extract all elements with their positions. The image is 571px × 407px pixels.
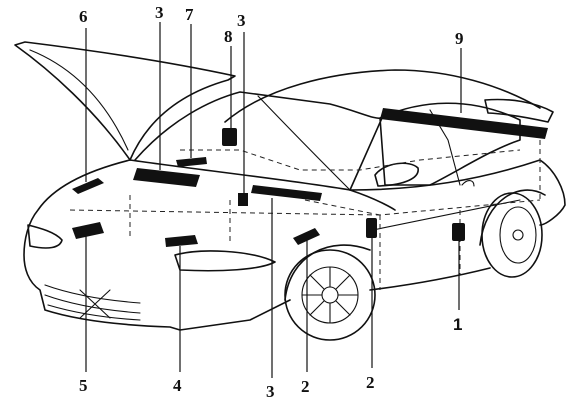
- callout-2-door: 2: [366, 373, 375, 392]
- hidden-structure-lines: [69, 140, 541, 290]
- leader-lines: [85, 22, 462, 378]
- label-patch-7: [176, 157, 207, 167]
- callout-2-fender: 2: [301, 377, 310, 396]
- label-patch-6: [72, 178, 104, 194]
- label-patches: [72, 108, 548, 247]
- callout-8: 8: [224, 27, 233, 46]
- label-patch-3-fender: [251, 185, 322, 201]
- label-patch-4: [165, 235, 198, 247]
- callout-3-fender: 3: [266, 382, 275, 401]
- callout-4: 4: [173, 376, 182, 395]
- callout-1: 1: [453, 315, 463, 334]
- label-patch-9: [380, 108, 548, 139]
- callout-6: 6: [79, 7, 88, 26]
- label-patch-2-fender: [293, 228, 320, 245]
- label-patch-1: [452, 223, 465, 241]
- callout-3-hood: 3: [155, 3, 164, 22]
- callout-7: 7: [185, 5, 194, 24]
- callout-9: 9: [455, 29, 464, 48]
- callout-5: 5: [79, 376, 88, 395]
- label-patch-3-windshield: [238, 193, 248, 206]
- label-patch-5: [72, 222, 104, 239]
- label-patch-2-door: [366, 218, 377, 238]
- callout-3-windshield: 3: [237, 11, 246, 30]
- label-patch-3-hood: [133, 168, 200, 187]
- car-body: [14, 41, 566, 341]
- label-patch-8: [222, 128, 237, 146]
